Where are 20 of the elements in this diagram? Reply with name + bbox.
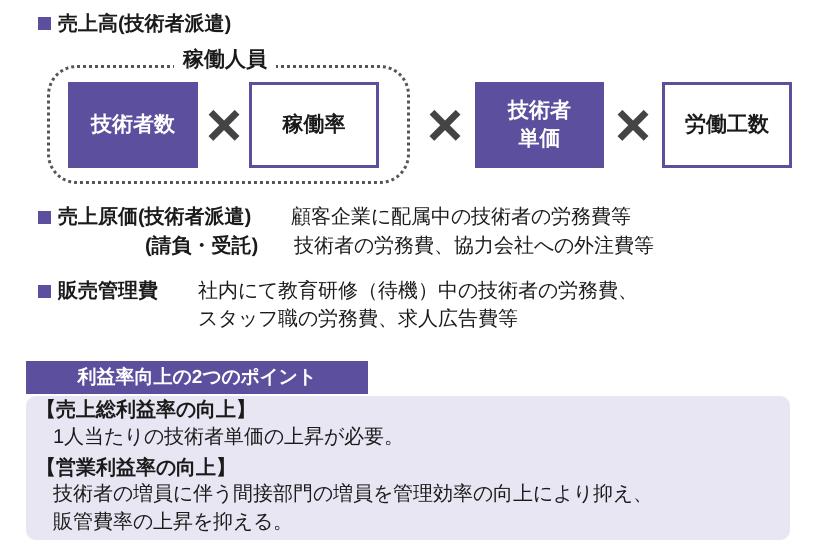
description-text: 顧客企業に配属中の技術者の労務費等 [291,205,631,230]
section-heading: (請負・受託) [145,234,258,259]
factor-box: 稼働率 [249,82,379,168]
subheading: 【営業利益率の向上】 [36,456,236,481]
multiply-sign: × [206,95,242,157]
factor-box: 労働工数 [662,82,792,168]
multiply-sign: × [426,95,464,157]
factor-box: 技術者数 [68,82,198,168]
section-heading: 販売管理費 [58,279,158,304]
subheading: 【売上総利益率の向上】 [36,398,256,423]
note-panel [26,396,790,540]
factor-box: 技術者単価 [475,82,604,168]
section-heading: 売上高(技術者派遣) [58,12,232,37]
description-text: 社内にて教育研修（待機）中の技術者の労務費、スタッフ職の労務費、求人広告費等 [198,279,639,332]
header-tab: 利益率向上の2つのポイント [26,361,368,394]
section-heading: 売上原価(技術者派遣) [58,205,252,230]
note-text: 1人当たりの技術者単価の上昇が必要。 [53,425,404,450]
description-text: 技術者の労務費、協力会社への外注費等 [294,234,654,259]
note-text: 技術者の増員に伴う間接部門の増員を管理効率の向上により抑え、販管費率の上昇を抑える。 [53,482,654,535]
multiply-sign: × [614,95,652,157]
